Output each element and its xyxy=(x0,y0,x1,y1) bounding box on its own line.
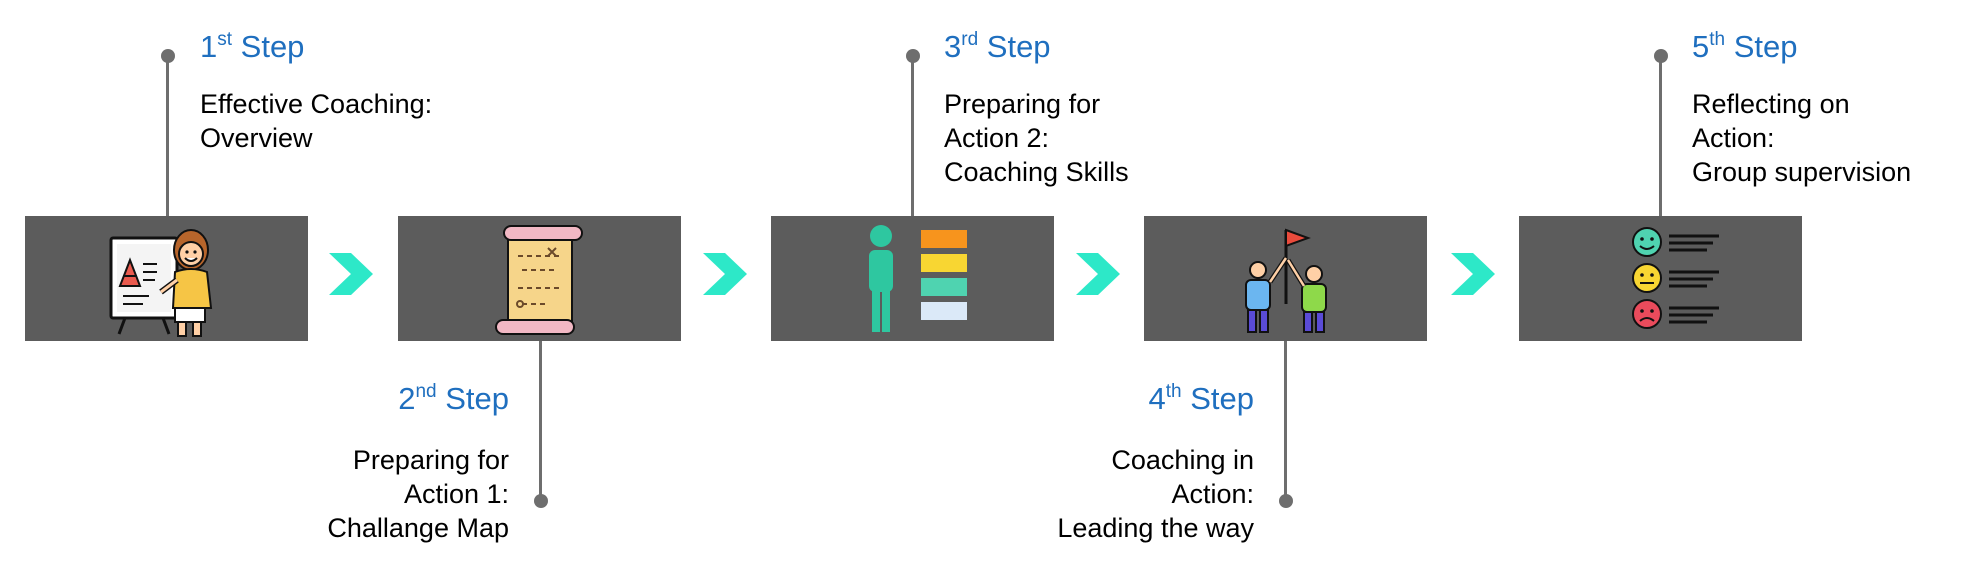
presentation-teacher-icon xyxy=(109,229,213,337)
step3-heading: 3rd Step xyxy=(944,29,1051,64)
chevron-right-icon xyxy=(1076,253,1120,295)
step4-description: Coaching in Action: Leading the way xyxy=(1057,445,1254,543)
step4-heading: 4th Step xyxy=(1148,381,1254,416)
person-skill-bars-icon xyxy=(869,225,967,332)
connector-dot-step2 xyxy=(534,494,548,508)
step5-heading: 5th Step xyxy=(1692,29,1798,64)
connector-line-step5 xyxy=(1659,55,1662,216)
connector-line-step4 xyxy=(1284,341,1287,501)
step1-description: Effective Coaching: Overview xyxy=(200,89,433,153)
connector-dot-step1 xyxy=(161,49,175,63)
step2-description: Preparing for Action 1: Challange Map xyxy=(327,445,509,543)
chevron-right-icon xyxy=(329,253,373,295)
step3-description: Preparing for Action 2: Coaching Skills xyxy=(944,89,1129,187)
connector-dot-step3 xyxy=(906,49,920,63)
step2-heading: 2nd Step xyxy=(398,381,509,416)
team-flag-icon xyxy=(1245,228,1327,333)
scroll-map-icon xyxy=(495,225,583,335)
connector-dot-step4 xyxy=(1279,494,1293,508)
connector-line-step2 xyxy=(539,341,542,501)
step5-description: Reflecting on Action: Group supervision xyxy=(1692,89,1912,187)
step3-box xyxy=(771,216,1054,341)
step1-heading: 1st Step xyxy=(200,29,305,64)
feedback-faces-icon xyxy=(1632,227,1719,329)
connector-dot-step5 xyxy=(1654,49,1668,63)
chevron-right-icon xyxy=(1451,253,1495,295)
step4-box xyxy=(1144,216,1427,341)
step5-box xyxy=(1519,216,1802,341)
connector-line-step3 xyxy=(911,55,914,216)
step2-box xyxy=(398,216,681,341)
chevron-right-icon xyxy=(703,253,747,295)
connector-line-step1 xyxy=(166,55,169,216)
step1-box xyxy=(25,216,308,341)
